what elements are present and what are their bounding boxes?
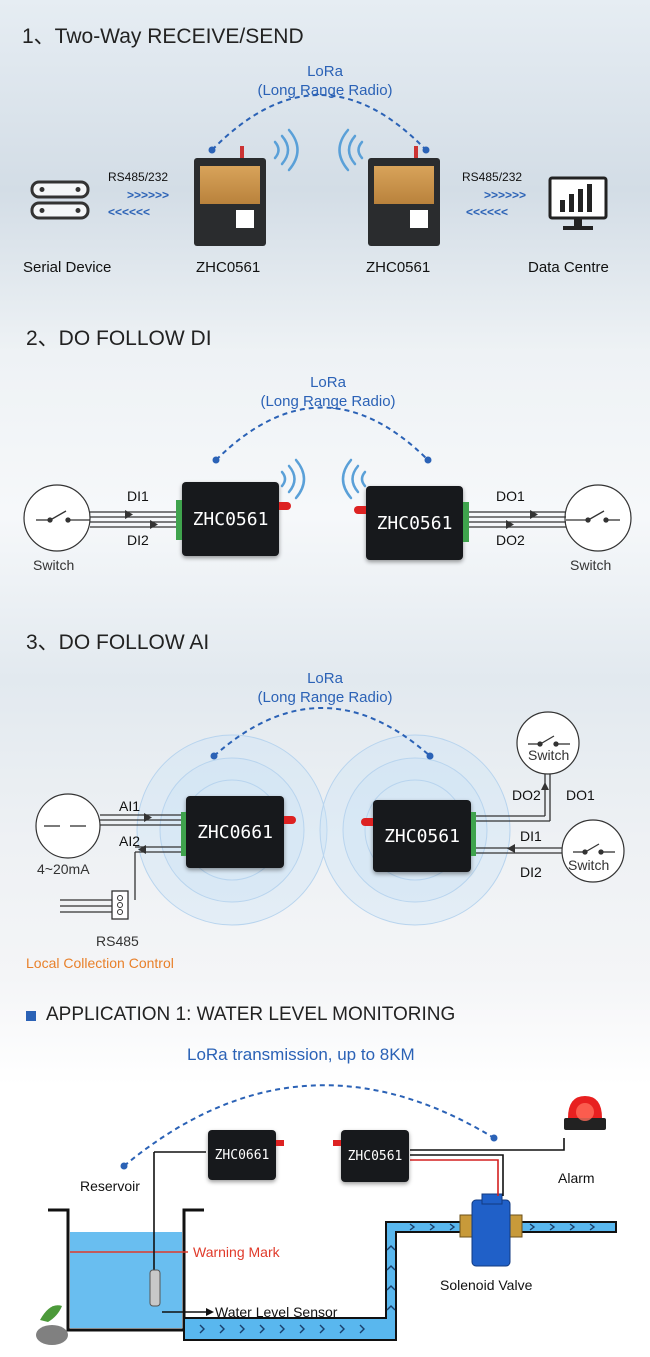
section2-lora-arc <box>215 406 429 461</box>
application-sensor: Water Level Sensor <box>215 1304 338 1320</box>
section3-switch-top: Switch <box>528 747 570 763</box>
section3-do2: DO2 <box>512 787 541 803</box>
section2-radio-label: LoRa (Long Range Radio) <box>228 373 428 411</box>
section3-local-control: Local Collection Control <box>26 955 174 971</box>
terminal-block <box>471 812 476 856</box>
section1-title: 1、Two-Way RECEIVE/SEND <box>22 25 304 48</box>
radio-label-line1: LoRa <box>307 63 343 80</box>
section3-ai2: AI2 <box>119 833 141 849</box>
section3-di1: DI1 <box>520 828 542 844</box>
section3-switch-bottom: Switch <box>568 857 610 873</box>
section1-links <box>30 94 608 230</box>
radio-label-line2: (Long Range Radio) <box>257 82 393 99</box>
water-level-sensor-icon <box>149 1269 161 1307</box>
signal-icon <box>273 128 364 172</box>
application-transmission: LoRa transmission, up to 8KM <box>187 1045 415 1064</box>
radio-label-line1: LoRa <box>307 670 343 687</box>
section3-do1: DO1 <box>566 787 595 803</box>
application-title: APPLICATION 1: WATER LEVEL MONITORING <box>46 1004 456 1025</box>
section1-arrow-right-left: >>>>>> <box>127 188 170 202</box>
section3-rs485: RS485 <box>96 933 139 949</box>
antenna-icon <box>276 1140 284 1146</box>
section3-device-a: ZHC0661 <box>186 796 284 868</box>
section1-device-b-label: ZHC0561 <box>366 259 431 276</box>
radio-label-line1: LoRa <box>310 374 346 391</box>
section1-left-endpoint: Serial Device <box>23 259 112 276</box>
terminal-block <box>181 812 186 856</box>
terminal-block <box>176 500 182 540</box>
device-label: ZHC0661 <box>197 821 273 843</box>
application-valve: Solenoid Valve <box>440 1277 533 1293</box>
section1-right-endpoint: Data Centre <box>528 259 609 276</box>
device-label: ZHC0561 <box>347 1148 403 1164</box>
section2-switch-right: Switch <box>570 557 612 573</box>
device-label: ZHC0561 <box>192 508 269 530</box>
device-b-photo <box>368 146 440 246</box>
section3-title: 3、DO FOLLOW AI <box>26 631 210 654</box>
antenna-icon <box>279 502 291 510</box>
serial-device-icon <box>30 180 90 220</box>
section1-left-protocol: RS485/232 <box>108 170 169 184</box>
section1-arrow-right-right: >>>>>> <box>484 188 527 202</box>
application-reservoir: Reservoir <box>80 1178 140 1194</box>
section3-current: 4~20mA <box>37 861 90 877</box>
section2-di2: DI2 <box>127 532 149 548</box>
device-label: ZHC0561 <box>384 825 460 847</box>
section3-device-b: ZHC0561 <box>373 800 471 872</box>
section3-radio-label: LoRa (Long Range Radio) <box>225 669 425 707</box>
rs485-connector-icon <box>111 890 129 920</box>
reservoir-water <box>70 1232 182 1328</box>
section2-do2: DO2 <box>496 532 525 548</box>
section2-switch-left: Switch <box>33 557 75 573</box>
device-label: ZHC0661 <box>214 1147 270 1163</box>
section2-do1: DO1 <box>496 488 525 504</box>
solenoid-valve-icon <box>459 1193 523 1267</box>
application-warning-mark: Warning Mark <box>193 1244 280 1260</box>
application-device-a: ZHC0661 <box>208 1130 276 1180</box>
switch-left-icon <box>23 484 632 552</box>
section1-right-protocol: RS485/232 <box>462 170 523 184</box>
antenna-icon <box>284 816 296 824</box>
antenna-icon <box>333 1140 341 1146</box>
section1-device-a-label: ZHC0561 <box>196 259 261 276</box>
alarm-icon <box>564 1096 606 1130</box>
section2-di1: DI1 <box>127 488 149 504</box>
antenna-icon <box>354 506 366 514</box>
device-a-photo <box>194 146 266 246</box>
device-label: ZHC0561 <box>376 512 453 534</box>
section2-links <box>23 406 632 552</box>
antenna-icon <box>361 818 373 826</box>
radio-label-line2: (Long Range Radio) <box>260 393 396 410</box>
application-device-b: ZHC0561 <box>341 1130 409 1182</box>
section3-ai1: AI1 <box>119 798 141 814</box>
rock-plant-icon <box>36 1305 68 1345</box>
section3-di2: DI2 <box>520 864 542 880</box>
section2-title: 2、DO FOLLOW DI <box>26 327 212 350</box>
section1-lora-arc <box>211 94 427 151</box>
radio-label-line2: (Long Range Radio) <box>257 689 393 706</box>
section1-arrow-left-left: <<<<<< <box>108 205 151 219</box>
monitor-icon <box>548 176 608 230</box>
application-alarm: Alarm <box>558 1170 595 1186</box>
section-marker-icon <box>26 1011 36 1021</box>
terminal-block <box>463 502 469 542</box>
meter-icon <box>35 793 101 859</box>
section1-radio-label: LoRa (Long Range Radio) <box>225 62 425 100</box>
section2-device-a: ZHC0561 <box>182 482 279 556</box>
section2-device-b: ZHC0561 <box>366 486 463 560</box>
application-lora-arc <box>123 1084 495 1167</box>
section3-lora-arc <box>213 707 431 757</box>
section1-arrow-left-right: <<<<<< <box>466 205 509 219</box>
